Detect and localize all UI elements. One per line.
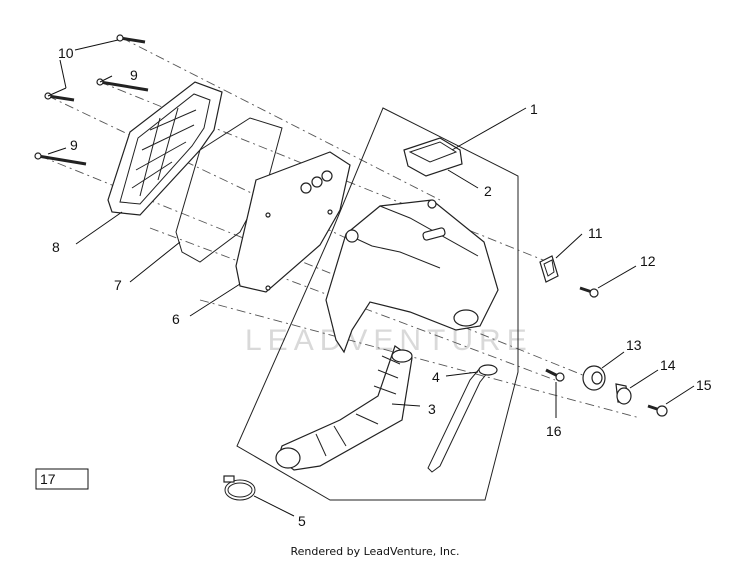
screw-10-top (116, 34, 146, 44)
drain-tube (427, 364, 498, 473)
callout-14: 14 (660, 357, 676, 373)
bolt-12 (579, 286, 599, 298)
watermark-text: LEADVENTURE (245, 324, 533, 357)
callout-5: 5 (298, 513, 306, 529)
grommet (582, 365, 606, 391)
callout-11: 11 (588, 225, 603, 241)
bolt-16 (545, 368, 565, 382)
callout-15: 15 (696, 377, 712, 393)
part-17-box (35, 468, 89, 490)
footer-credit: Rendered by LeadVenture, Inc. (290, 545, 459, 558)
screw-9-upper (96, 78, 149, 92)
leader-lines (47, 39, 695, 517)
callout-9-lower: 9 (70, 137, 78, 153)
callout-8: 8 (52, 239, 60, 255)
callout-10: 10 (58, 45, 74, 61)
callout-12: 12 (640, 253, 656, 269)
bolt-15 (647, 404, 668, 417)
hose-clamp (223, 475, 256, 501)
callout-16: 16 (546, 423, 562, 439)
callout-9-upper: 9 (130, 67, 138, 83)
callout-17: 17 (40, 471, 56, 487)
air-box-housing (325, 199, 499, 354)
callout-6: 6 (172, 311, 180, 327)
assembly-outline (236, 107, 519, 501)
callout-3: 3 (428, 401, 436, 417)
screw-9-lower (34, 152, 87, 166)
air-filter-cover (107, 81, 223, 216)
intake-seal (403, 137, 463, 177)
collar (615, 383, 632, 405)
callout-7: 7 (114, 277, 122, 293)
callout-1: 1 (530, 101, 538, 117)
gasket (175, 117, 283, 263)
callout-4: 4 (432, 369, 440, 385)
alignment-lines (39, 37, 641, 419)
screw-10-side (44, 92, 75, 102)
intake-hose (275, 345, 413, 471)
callout-13: 13 (626, 337, 642, 353)
callout-2: 2 (484, 183, 492, 199)
spring-clip (539, 255, 559, 283)
filter-plate (235, 151, 351, 293)
